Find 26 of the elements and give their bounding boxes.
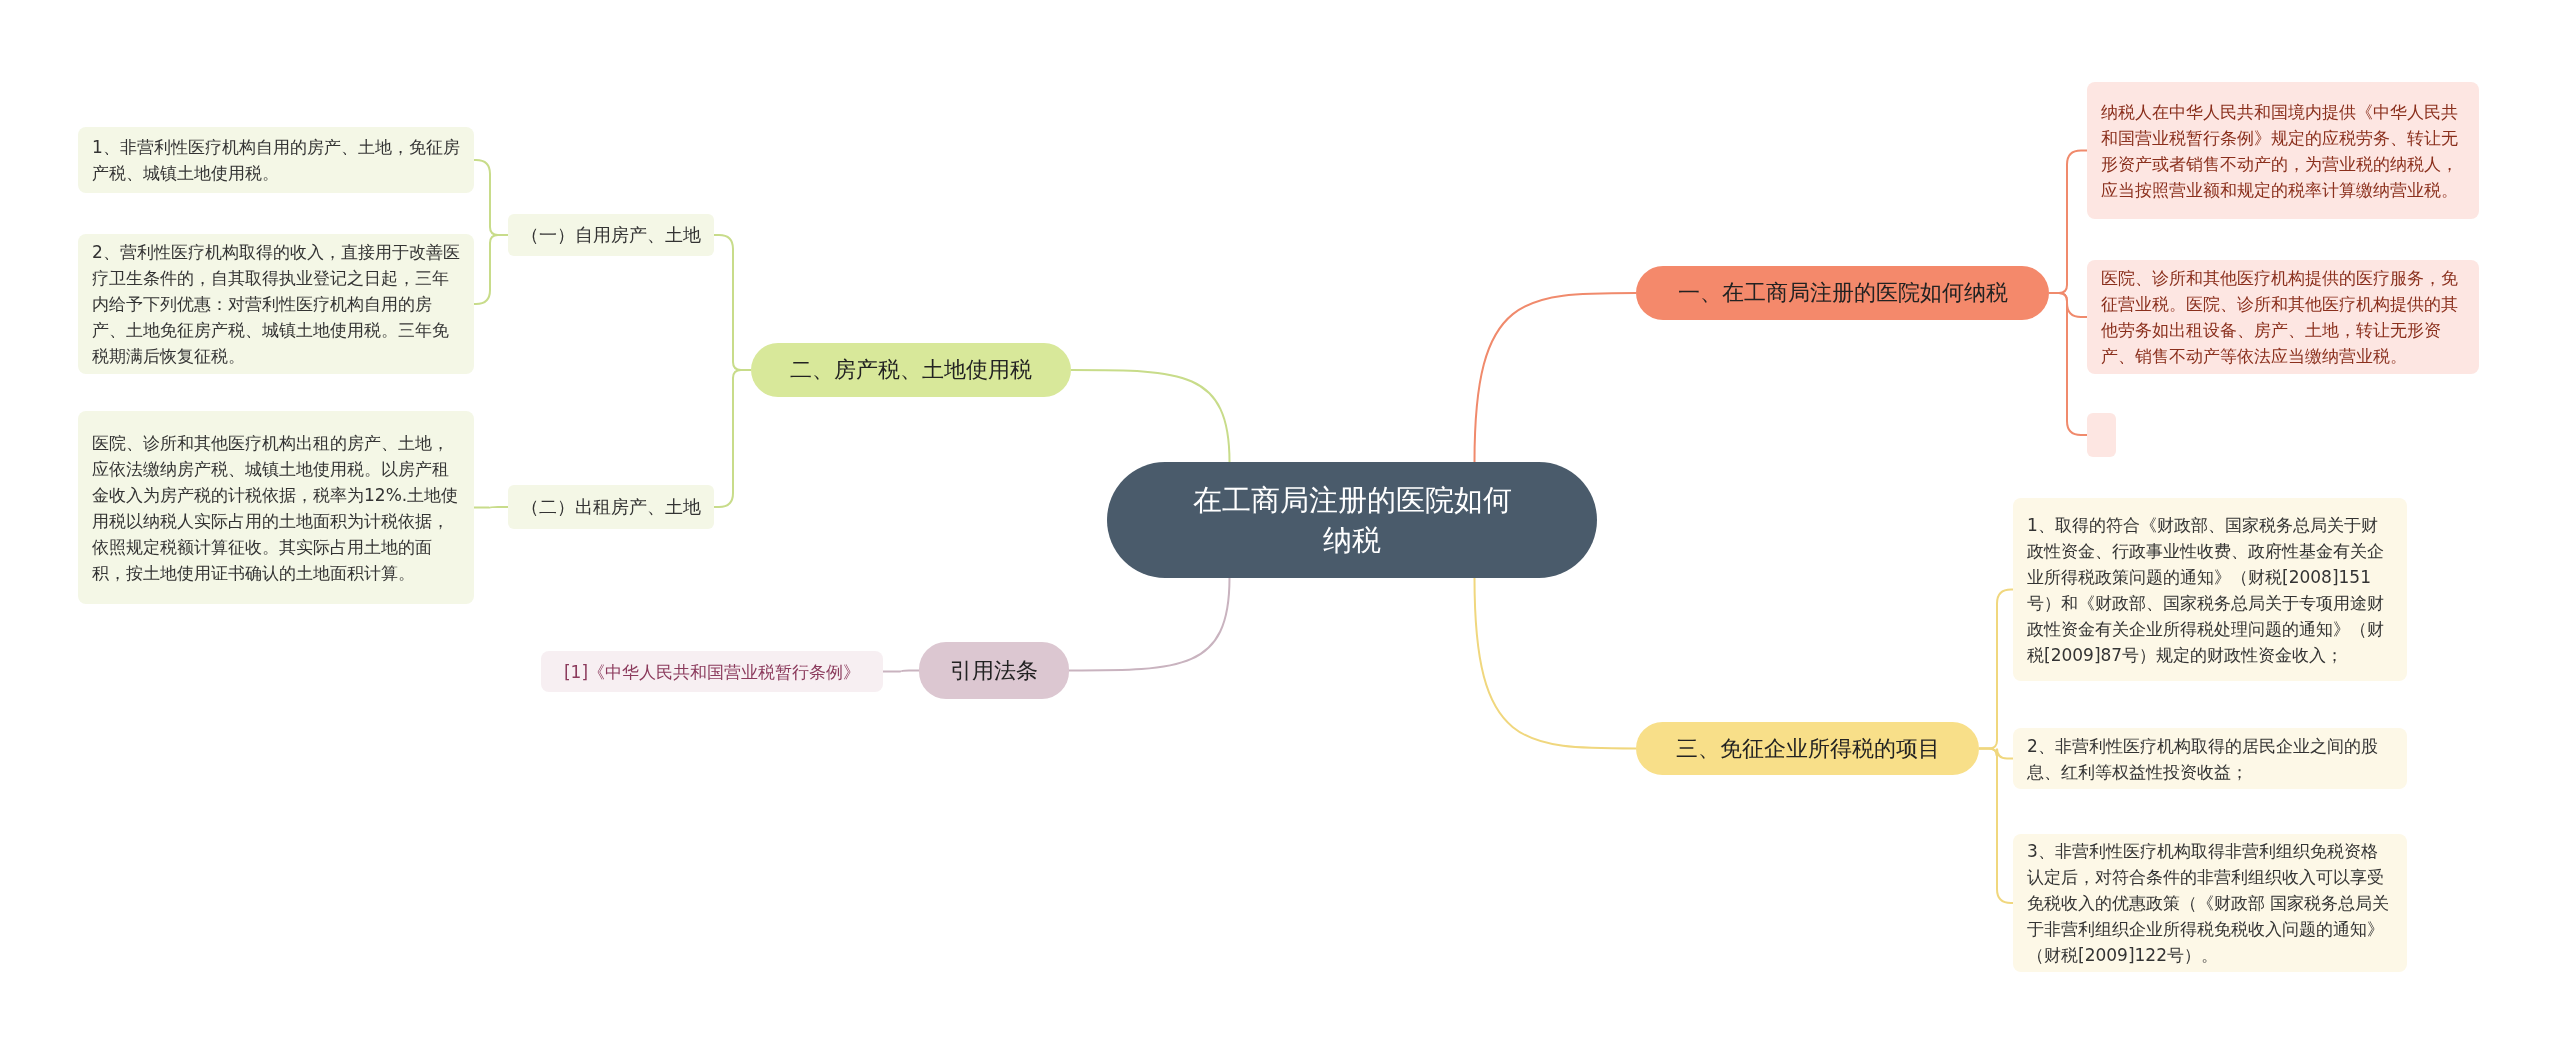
note-box: 医院、诊所和其他医疗机构提供的医疗服务，免征营业税。医院、诊所和其他医疗机构提供的其他劳务如出租设备、房产、土地，转让无形资产、销售不动产等依法应当缴纳营业税。 — [2087, 260, 2479, 374]
central-topic: 在工商局注册的医院如何纳税 — [1107, 462, 1597, 578]
connector-line — [1068, 577, 1231, 672]
subtopic-box: （二）出租房产、土地 — [508, 485, 714, 529]
connector-line — [1978, 747, 2014, 760]
connector-line — [882, 669, 920, 673]
connector-line — [1070, 369, 1231, 463]
empty-box — [2087, 413, 2116, 457]
note-box: 1、取得的符合《财政部、国家税务总局关于财政性资金、行政事业性收费、政府性基金有关企业所得税政策问题的通知》（财税[2008]151号）和《财政部、国家税务总局关于专项用途财政性资金有关企业所得税处理问题的通知》（财税[2009]87号）规定的财政性资金收入； — [2013, 498, 2407, 681]
branch-topic: 三、免征企业所得税的项目 — [1636, 722, 1979, 775]
reference-box: [1]《中华人民共和国营业税暂行条例》 — [541, 651, 883, 692]
branch-topic: 二、房产税、土地使用税 — [751, 343, 1071, 397]
note-box: 1、非营利性医疗机构自用的房产、土地，免征房产税、城镇土地使用税。 — [78, 127, 474, 193]
note-box: 医院、诊所和其他医疗机构出租的房产、土地，应依法缴纳房产税、城镇土地使用税。以房产租金收入为房产税的计税依据，税率为12%.土地使用税以纳税人实际占用的土地面积为计税依据，依照规定税额计算征收。其实际占用土地的面积，按土地使用证书确认的土地面积计算。 — [78, 411, 474, 604]
note-box: 2、营利性医疗机构取得的收入，直接用于改善医疗卫生条件的，自其取得执业登记之日起，三年内给予下列优惠：对营利性医疗机构自用的房产、土地免征房产税、城镇土地使用税。三年免税期满后恢复征税。 — [78, 234, 474, 374]
connector-line — [1978, 747, 2014, 904]
connector-line — [1473, 577, 1637, 750]
note-box: 纳税人在中华人民共和国境内提供《中华人民共和国营业税暂行条例》规定的应税劳务、转让无形资产或者销售不动产的，为营业税的纳税人，应当按照营业额和规定的税率计算缴纳营业税。 — [2087, 82, 2479, 219]
branch-topic: 引用法条 — [919, 642, 1069, 699]
note-box: 2、非营利性医疗机构取得的居民企业之间的股息、红利等权益性投资收益； — [2013, 728, 2407, 789]
connector-line — [473, 234, 509, 305]
note-box: 3、非营利性医疗机构取得非营利组织免税资格认定后，对符合条件的非营利组织收入可以享受免税收入的优惠政策（《财政部 国家税务总局关于非营利组织企业所得税免税收入问题的通知》（财税[2009]122号）。 — [2013, 834, 2407, 972]
connector-line — [473, 506, 509, 509]
connector-line — [1473, 292, 1637, 463]
branch-topic: 一、在工商局注册的医院如何纳税 — [1636, 266, 2049, 320]
subtopic-box: （一）自用房产、土地 — [508, 214, 714, 256]
